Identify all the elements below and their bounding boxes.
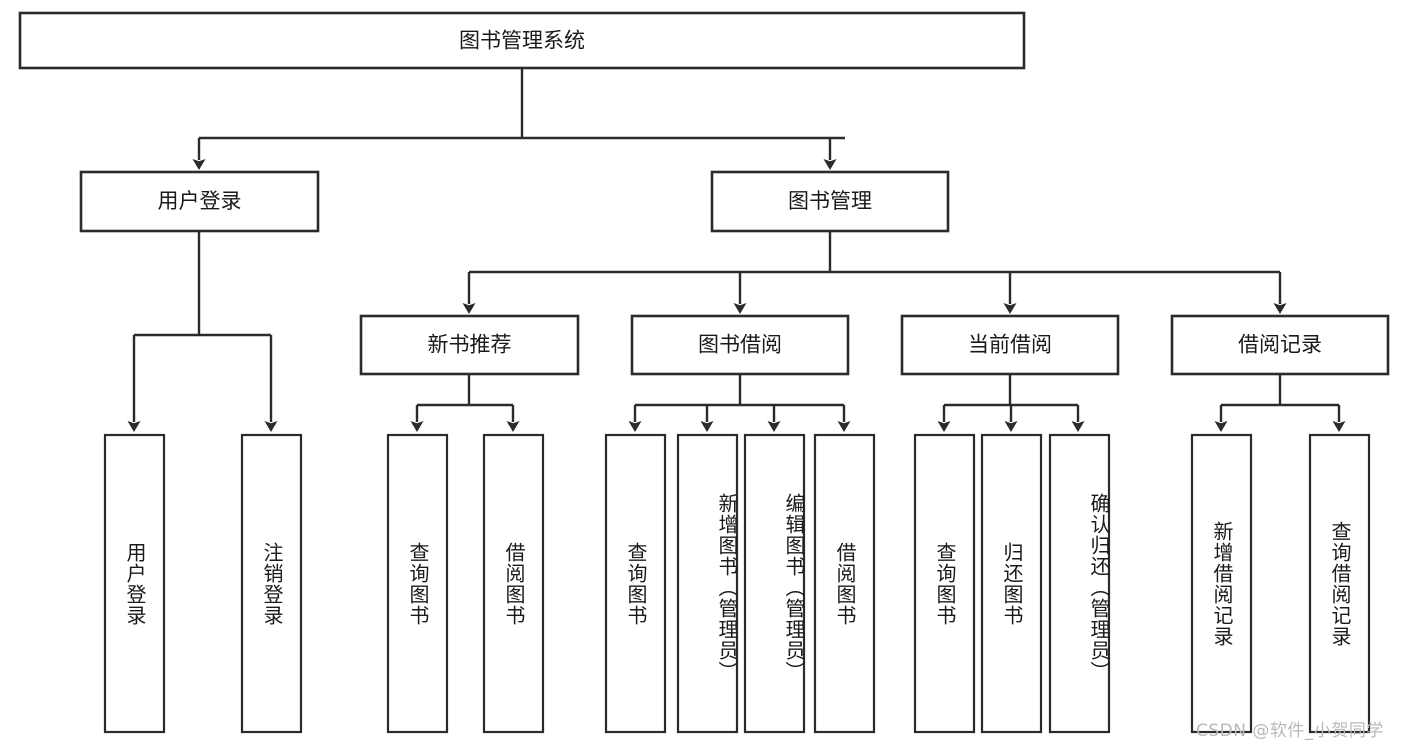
connector-group-new-book [410,374,520,432]
connector-group-root [192,68,845,170]
node-book-borrow-box[interactable] [630,314,850,376]
connector-group-book-manage [462,231,1287,314]
leaf-box-new-book-1[interactable] [386,433,449,734]
node-current-borrow-box[interactable] [900,314,1120,376]
node-current-borrow-label: 当前借阅 [968,333,1052,357]
node-book-borrow-label: 图书借阅 [698,333,782,357]
leaf-box-borrow-record-1[interactable] [1190,433,1253,734]
leaf-box-current-borrow-3[interactable] [1048,433,1111,734]
node-borrow-record-label: 借阅记录 [1238,333,1322,357]
node-new-book-label: 新书推荐 [428,333,512,357]
connector-group-book-borrow [628,374,851,432]
leaf-box-book-borrow-2[interactable] [676,433,739,734]
leaf-box-current-borrow-2[interactable] [980,433,1043,734]
node-book-manage-box[interactable] [710,170,950,233]
connector-group-borrow-record [1214,374,1346,432]
leaf-box-book-borrow-4[interactable] [813,433,876,734]
node-book-manage-label: 图书管理 [788,189,872,213]
leaf-box-user-login-1[interactable] [103,433,166,734]
leaf-box-user-login-2[interactable] [240,433,303,734]
node-new-book-box[interactable] [359,314,580,376]
node-borrow-record-box[interactable] [1170,314,1390,376]
connector-group-user-login [127,231,278,432]
leaf-box-current-borrow-1[interactable] [913,433,976,734]
connector-group-current-borrow [937,374,1085,432]
leaf-box-new-book-2[interactable] [482,433,545,734]
leaf-box-book-borrow-1[interactable] [604,433,667,734]
node-root-label: 图书管理系统 [459,29,585,53]
csdn-watermark: CSDN @软件_小贺同学 [1196,721,1384,741]
leaf-box-borrow-record-2[interactable] [1308,433,1371,734]
leaf-box-book-borrow-3[interactable] [743,433,806,734]
node-user-login-box[interactable] [79,170,320,233]
node-user-login-label: 用户登录 [158,189,242,213]
node-root-box[interactable] [18,11,1026,70]
